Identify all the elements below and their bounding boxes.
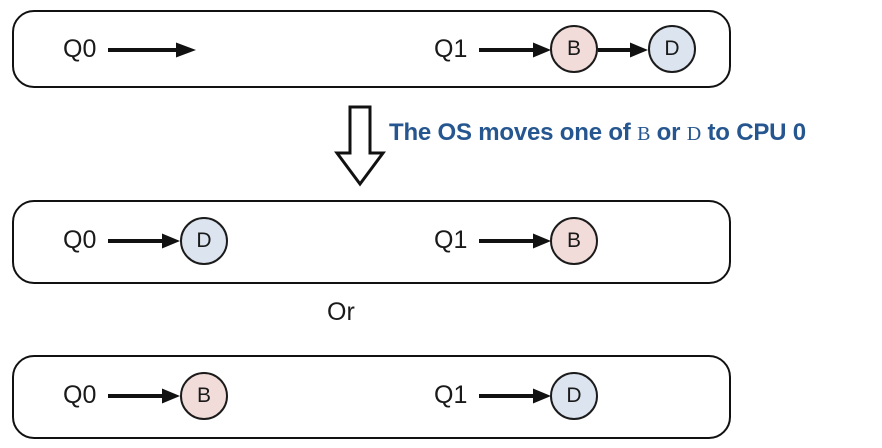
process-node-b[interactable]: B [180, 372, 228, 420]
right-arrow-icon [479, 232, 551, 250]
transition-caption: The OS moves one of B or D to CPU 0 [389, 118, 806, 149]
process-node-d[interactable]: D [180, 217, 228, 265]
queue-label-q0-option-b: Q0 [63, 381, 97, 409]
caption-part-1: The OS moves one of [389, 119, 638, 146]
queue-label-q1-before: Q1 [434, 35, 468, 63]
caption-code-d: D [686, 123, 701, 145]
process-node-d[interactable]: D [550, 372, 598, 420]
queue-label-q1-option-a: Q1 [434, 226, 468, 254]
caption-code-b: B [637, 123, 651, 145]
right-arrow-icon [479, 387, 551, 405]
caption-part-3: to CPU 0 [701, 119, 806, 146]
right-arrow-icon [108, 41, 196, 59]
down-block-arrow-icon [332, 105, 388, 187]
process-node-b[interactable]: B [550, 25, 598, 73]
caption-part-2: or [650, 119, 687, 146]
queue-label-q0-before: Q0 [63, 35, 97, 63]
right-arrow-icon [598, 41, 648, 59]
queue-label-q1-option-b: Q1 [434, 381, 468, 409]
queue-label-q0-option-a: Q0 [63, 226, 97, 254]
right-arrow-icon [108, 232, 180, 250]
right-arrow-icon [479, 41, 551, 59]
process-node-b[interactable]: B [550, 217, 598, 265]
or-divider-label: Or [327, 298, 355, 326]
queue-box-option-b [12, 355, 731, 439]
process-node-d[interactable]: D [648, 25, 696, 73]
right-arrow-icon [108, 387, 180, 405]
